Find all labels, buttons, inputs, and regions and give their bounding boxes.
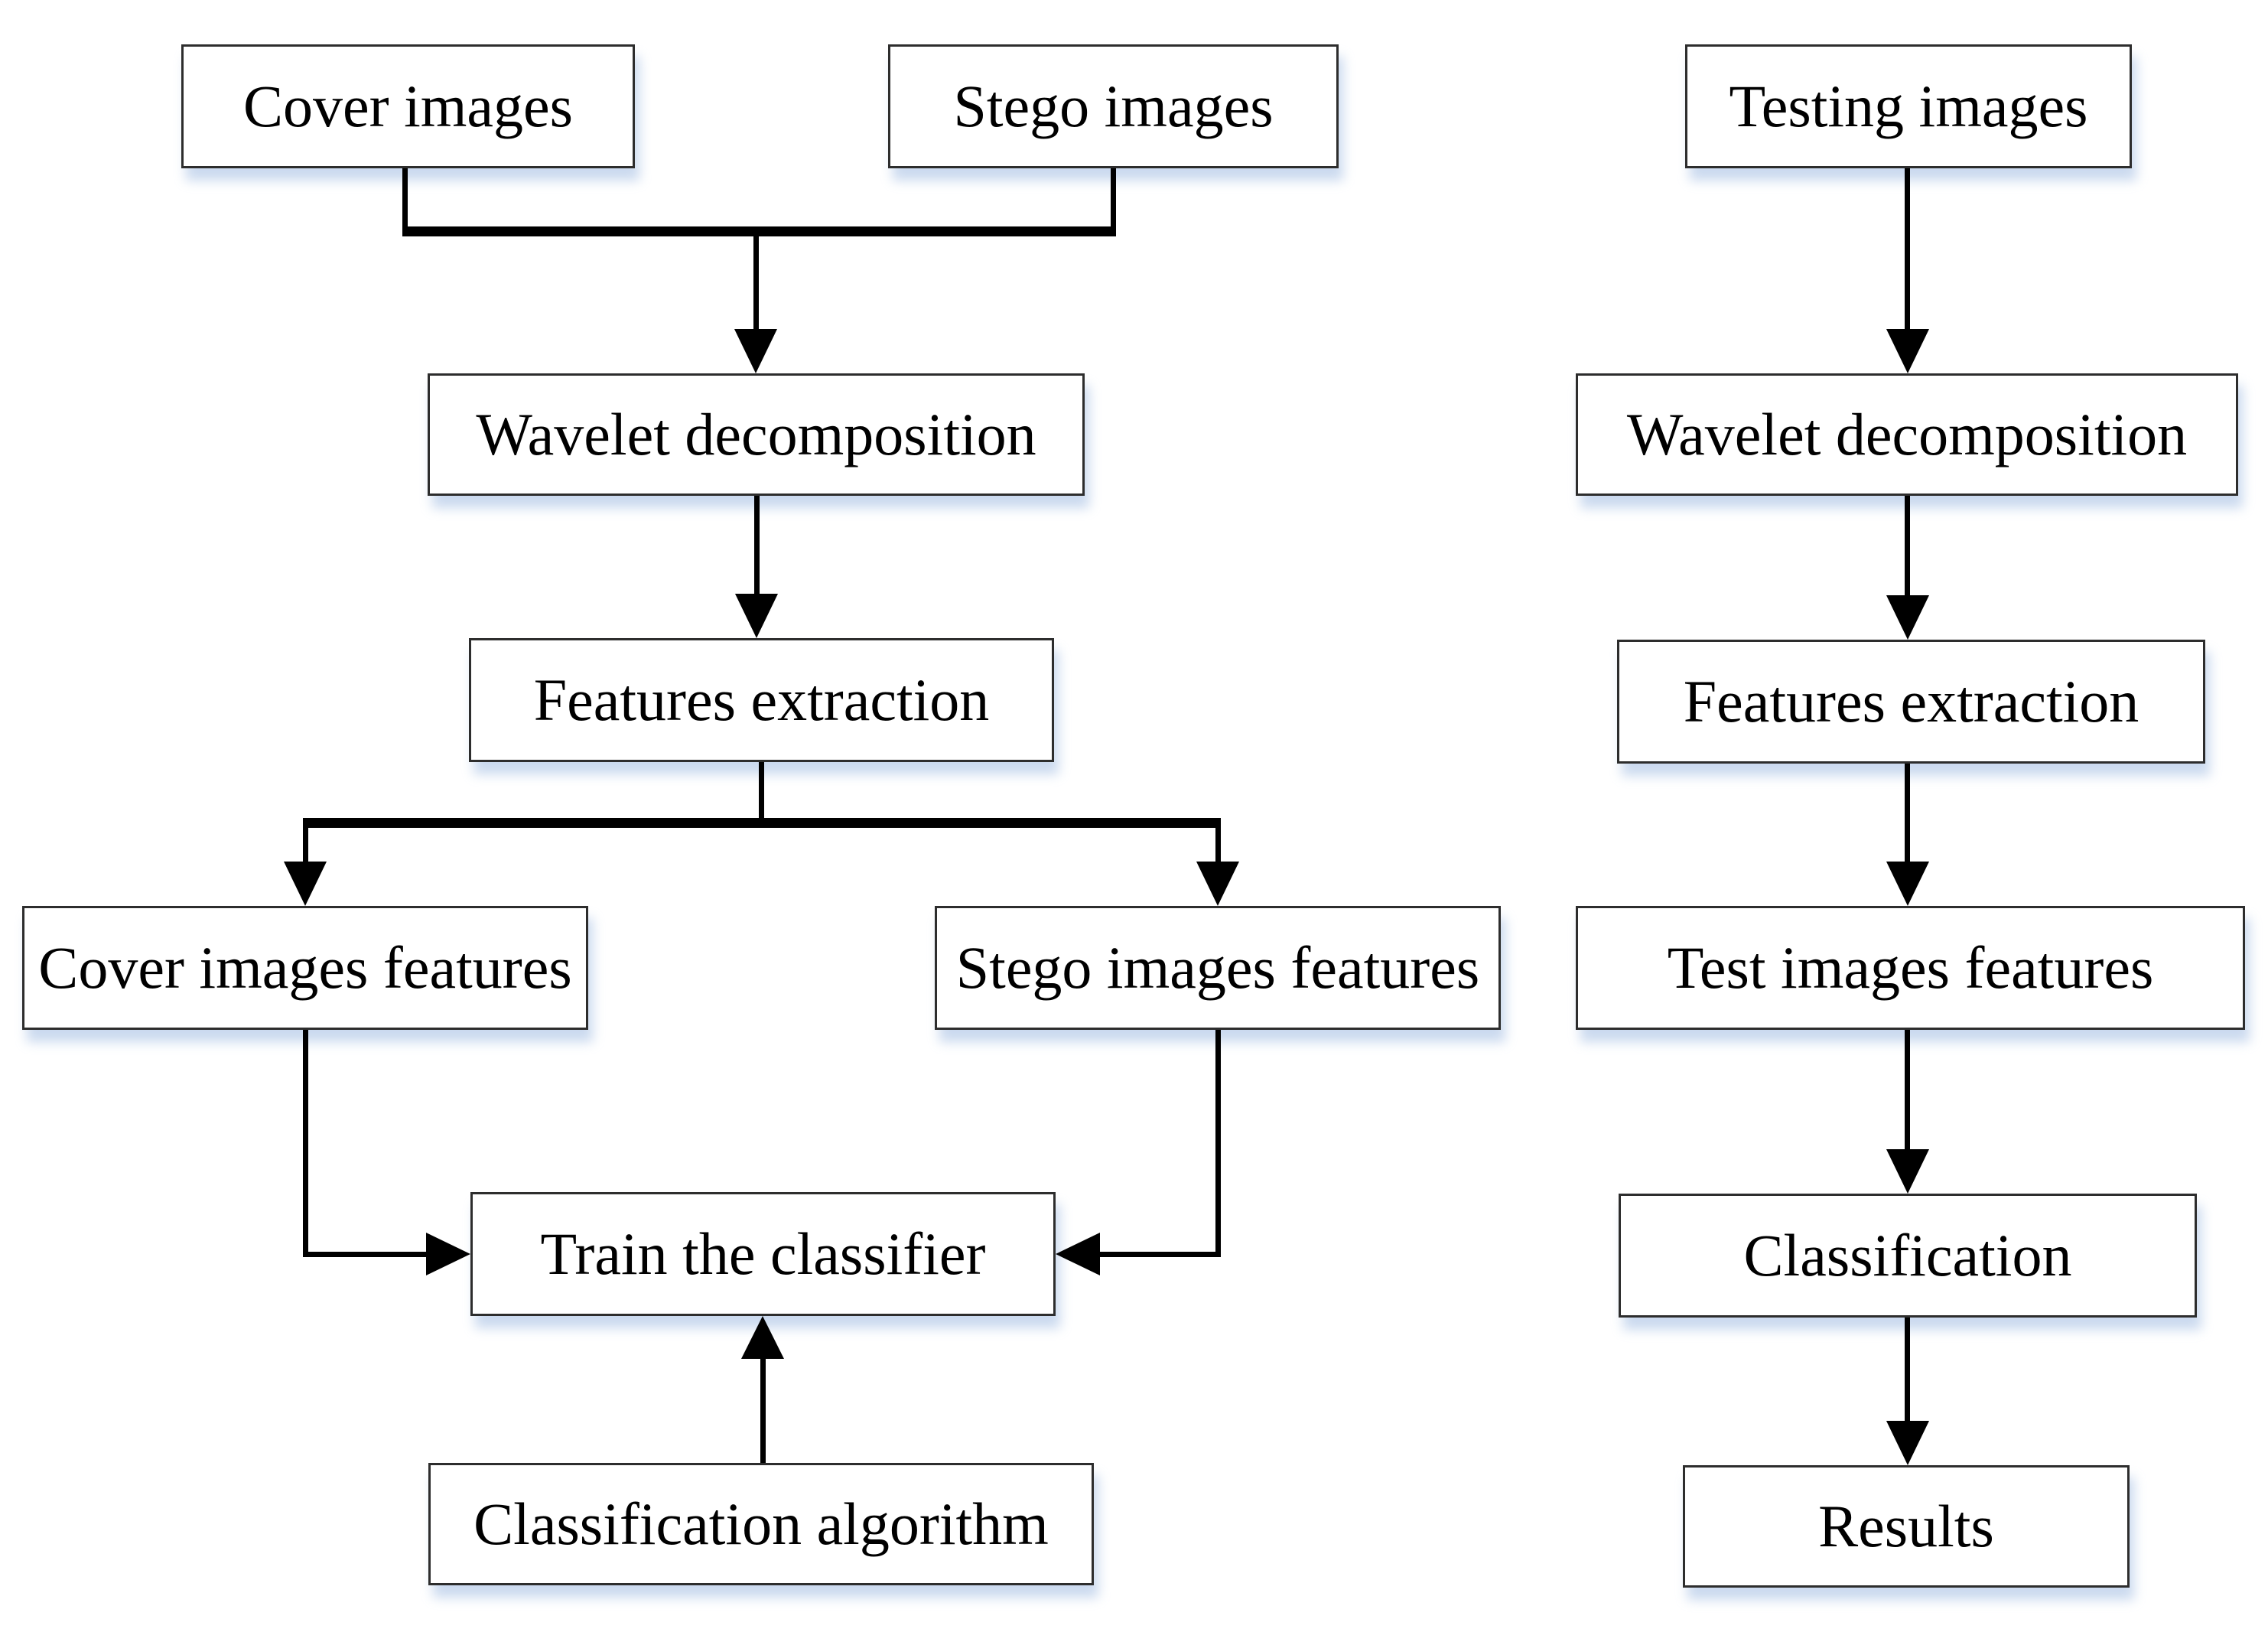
node-label: Stego images xyxy=(953,73,1274,139)
node-label: Cover images features xyxy=(38,934,572,1001)
arrowhead-into-wavelet-testing xyxy=(1886,329,1929,373)
connector-split-bus xyxy=(303,818,1221,828)
connector-features-down xyxy=(759,762,764,820)
arrowhead-into-results xyxy=(1886,1421,1929,1465)
connector-algorithm-up xyxy=(760,1357,766,1463)
arrowhead-into-classification xyxy=(1886,1149,1929,1194)
node-label: Train the classifier xyxy=(540,1220,986,1287)
arrowhead-into-test-features xyxy=(1886,862,1929,906)
connector-wavelet-to-features-training xyxy=(754,496,760,595)
node-label: Cover images xyxy=(242,73,574,139)
connector-stego-features-left xyxy=(1100,1252,1221,1257)
node-train-the-classifier: Train the classifier xyxy=(470,1192,1056,1316)
connector-cover-down xyxy=(402,168,408,229)
node-label: Test images features xyxy=(1667,934,2154,1001)
node-cover-images-features: Cover images features xyxy=(22,906,588,1030)
arrowhead-into-train-left xyxy=(426,1233,470,1275)
node-results: Results xyxy=(1683,1465,2130,1588)
node-classification: Classification xyxy=(1619,1194,2197,1318)
node-test-images-features: Test images features xyxy=(1576,906,2245,1030)
connector-testing-to-wavelet xyxy=(1905,168,1910,331)
node-cover-images: Cover images xyxy=(181,44,635,168)
connector-cover-features-right xyxy=(303,1252,428,1257)
arrowhead-into-cover-features xyxy=(284,862,327,906)
connector-stego-features-down xyxy=(1215,1030,1221,1257)
node-features-extraction-training: Features extraction xyxy=(469,638,1054,762)
arrowhead-into-features-training xyxy=(735,594,778,638)
connector-split-to-cover-features xyxy=(303,828,308,863)
node-label: Wavelet decomposition xyxy=(476,401,1036,467)
node-label: Stego images features xyxy=(955,934,1480,1001)
node-label: Testing images xyxy=(1729,73,2088,139)
connector-cover-features-down xyxy=(303,1030,308,1257)
node-wavelet-decomposition-testing: Wavelet decomposition xyxy=(1576,373,2238,496)
node-label: Classification algorithm xyxy=(473,1490,1049,1557)
arrowhead-into-train-right xyxy=(1056,1233,1100,1275)
node-label: Results xyxy=(1818,1493,1994,1559)
arrowhead-into-wavelet-training xyxy=(734,329,777,373)
connector-split-to-stego-features xyxy=(1215,828,1221,863)
connector-merge-to-wavelet xyxy=(753,233,759,331)
connector-wavelet-to-features-testing xyxy=(1905,496,1910,597)
arrowhead-into-features-testing xyxy=(1886,595,1929,640)
node-label: Features extraction xyxy=(533,666,990,733)
node-classification-algorithm: Classification algorithm xyxy=(428,1463,1094,1585)
connector-classification-to-results xyxy=(1905,1318,1910,1422)
connector-merge-bus xyxy=(402,226,1116,236)
node-stego-images: Stego images xyxy=(888,44,1339,168)
connector-test-features-to-classification xyxy=(1905,1030,1910,1151)
node-features-extraction-testing: Features extraction xyxy=(1617,640,2205,764)
node-label: Classification xyxy=(1743,1222,2072,1288)
node-testing-images: Testing images xyxy=(1685,44,2132,168)
arrowhead-into-train-bottom xyxy=(741,1316,784,1359)
node-label: Wavelet decomposition xyxy=(1626,401,2188,467)
node-stego-images-features: Stego images features xyxy=(935,906,1501,1030)
connector-stego-down xyxy=(1111,168,1116,229)
node-wavelet-decomposition-training: Wavelet decomposition xyxy=(428,373,1085,496)
connector-features-to-test-features xyxy=(1905,764,1910,863)
arrowhead-into-stego-features xyxy=(1196,862,1239,906)
node-label: Features extraction xyxy=(1683,668,2139,735)
